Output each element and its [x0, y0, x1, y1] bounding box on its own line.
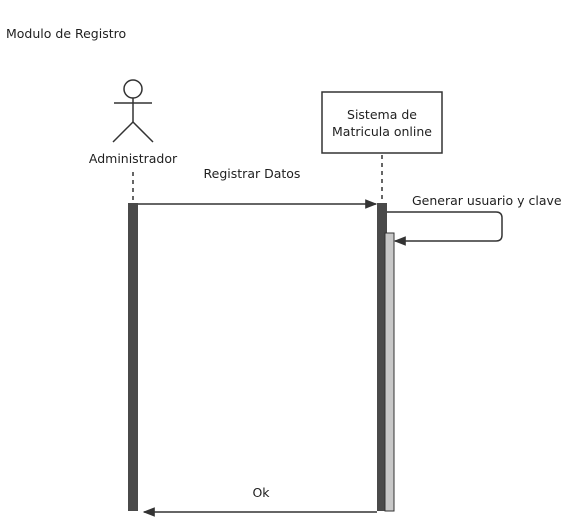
system-nested-activation-bar [384, 232, 395, 512]
participant-box [321, 91, 443, 154]
message-ok[interactable]: Ok [142, 485, 377, 517]
message-label: Ok [252, 485, 270, 500]
message-label: Generar usuario y clave [412, 193, 562, 208]
actor-administrador[interactable]: Administrador [89, 79, 178, 166]
diagram-title: Modulo de Registro [6, 26, 126, 41]
actor-icon [112, 79, 154, 143]
self-call-arrow [387, 211, 503, 246]
actor-activation-bar [128, 203, 138, 511]
message-generar-usuario[interactable]: Generar usuario y clave [387, 193, 562, 246]
actor-label: Administrador [89, 151, 178, 166]
participant-label-line2: Matricula online [332, 124, 432, 139]
participant-label-line1: Sistema de [347, 107, 417, 122]
participant-sistema[interactable]: Sistema de Matricula online [321, 91, 443, 154]
message-registrar-datos[interactable]: Registrar Datos [138, 166, 378, 209]
system-activation-bar [377, 203, 387, 511]
message-label: Registrar Datos [204, 166, 301, 181]
